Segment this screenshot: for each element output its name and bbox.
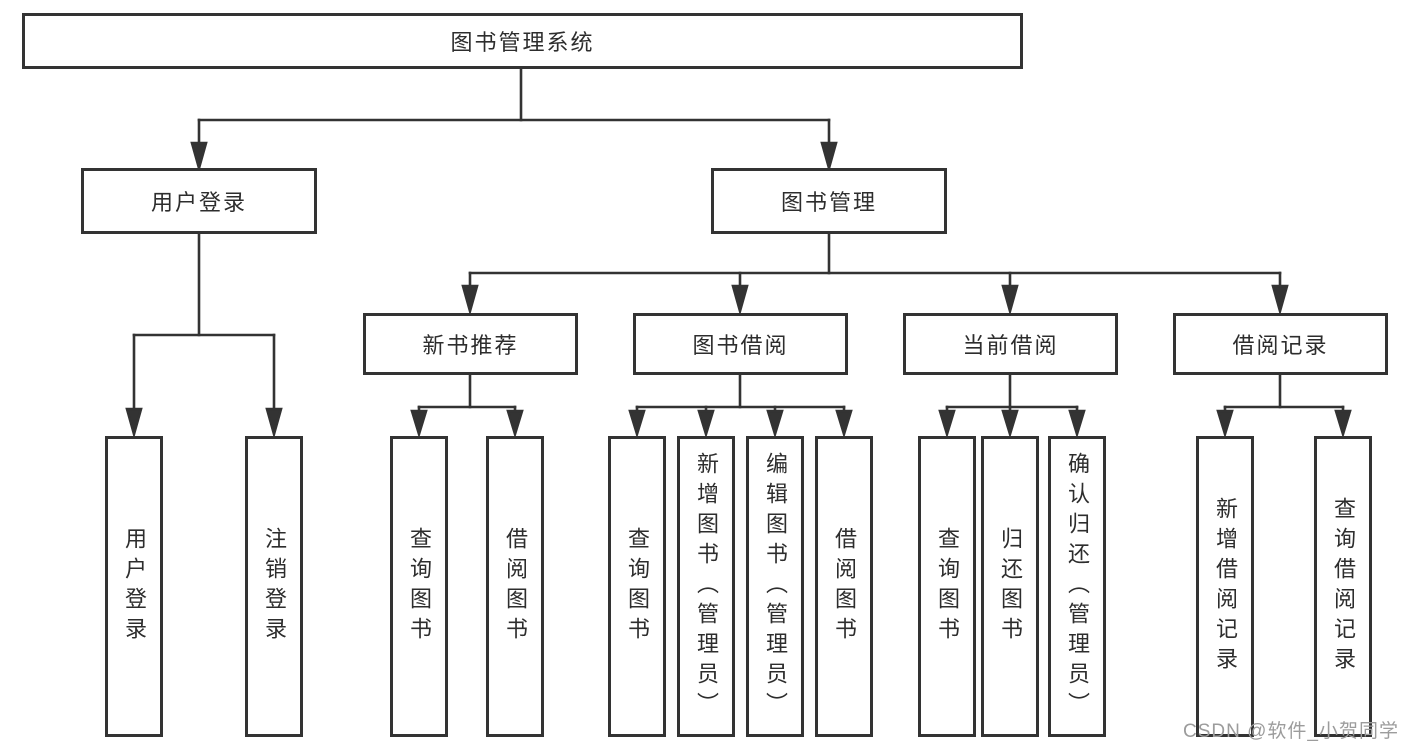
arrowhead-icon <box>731 284 749 316</box>
connector-root-to-level2 <box>190 67 838 173</box>
leaf-label: 用户登录 <box>122 526 147 647</box>
arrowhead-icon <box>938 409 956 439</box>
leaf-label: 查询图书 <box>407 526 432 647</box>
arrowhead-icon <box>1334 409 1352 439</box>
leaf-add-borrow-record: 新增借阅记录 <box>1196 436 1254 737</box>
arrowhead-icon <box>461 284 479 316</box>
arrowhead-icon <box>125 407 143 439</box>
arrowhead-icon <box>410 409 428 439</box>
connector-bookmgmt-to-level3 <box>461 232 1289 316</box>
leaf-query-books-borrow: 查询图书 <box>608 436 666 737</box>
node-borrow-records: 借阅记录 <box>1173 313 1388 375</box>
node-root-system: 图书管理系统 <box>22 13 1023 69</box>
leaf-confirm-return-admin: 确认归还（管理员） <box>1048 436 1106 737</box>
node-user-login-branch: 用户登录 <box>81 168 317 234</box>
node-label: 图书管理系统 <box>450 30 595 55</box>
arrowhead-icon <box>820 141 838 173</box>
watermark: CSDN @软件_小贺同学 <box>1183 721 1399 742</box>
node-label: 新书推荐 <box>422 333 519 358</box>
leaf-label: 借阅图书 <box>503 526 528 647</box>
node-label: 图书管理 <box>780 190 877 215</box>
leaf-label: 新增借阅记录 <box>1213 496 1238 677</box>
arrowhead-icon <box>265 407 283 439</box>
connector-borrow-to-leaves <box>628 373 853 439</box>
node-label: 当前借阅 <box>962 333 1059 358</box>
leaf-label: 借阅图书 <box>832 526 857 647</box>
node-current-borrowing: 当前借阅 <box>903 313 1118 375</box>
leaf-user-login: 用户登录 <box>105 436 163 737</box>
leaf-borrow-books: 借阅图书 <box>815 436 873 737</box>
leaf-label: 查询图书 <box>625 526 650 647</box>
arrowhead-icon <box>1271 284 1289 316</box>
connector-current-to-leaves <box>938 373 1086 439</box>
arrowhead-icon <box>766 409 784 439</box>
node-new-book-recommend: 新书推荐 <box>363 313 578 375</box>
arrowhead-icon <box>1001 284 1019 316</box>
arrowhead-icon <box>506 409 524 439</box>
leaf-label: 注销登录 <box>262 526 287 647</box>
arrowhead-icon <box>628 409 646 439</box>
arrowhead-icon <box>1216 409 1234 439</box>
leaf-edit-books-admin: 编辑图书（管理员） <box>746 436 804 737</box>
connector-newbooks-to-leaves <box>410 373 524 439</box>
connector-userlogin-to-leaves <box>125 232 283 439</box>
leaf-query-books-current: 查询图书 <box>918 436 976 737</box>
node-book-management-branch: 图书管理 <box>711 168 947 234</box>
node-label: 图书借阅 <box>692 333 789 358</box>
connector-records-to-leaves <box>1216 373 1352 439</box>
arrowhead-icon <box>1001 409 1019 439</box>
leaf-logout: 注销登录 <box>245 436 303 737</box>
leaf-return-books: 归还图书 <box>981 436 1039 737</box>
node-label: 借阅记录 <box>1232 333 1329 358</box>
leaf-label: 新增图书（管理员） <box>694 451 719 722</box>
arrowhead-icon <box>697 409 715 439</box>
leaf-label: 查询图书 <box>935 526 960 647</box>
leaf-label: 归还图书 <box>998 526 1023 647</box>
leaf-label: 确认归还（管理员） <box>1065 451 1090 722</box>
leaf-label: 查询借阅记录 <box>1331 496 1356 677</box>
arrowhead-icon <box>190 141 208 173</box>
leaf-label: 编辑图书（管理员） <box>763 451 788 722</box>
leaf-query-books-recommend: 查询图书 <box>390 436 448 737</box>
node-book-borrowing: 图书借阅 <box>633 313 848 375</box>
node-label: 用户登录 <box>150 190 247 215</box>
leaf-add-books-admin: 新增图书（管理员） <box>677 436 735 737</box>
leaf-borrow-books-recommend: 借阅图书 <box>486 436 544 737</box>
arrowhead-icon <box>1068 409 1086 439</box>
arrowhead-icon <box>835 409 853 439</box>
leaf-query-borrow-record: 查询借阅记录 <box>1314 436 1372 737</box>
